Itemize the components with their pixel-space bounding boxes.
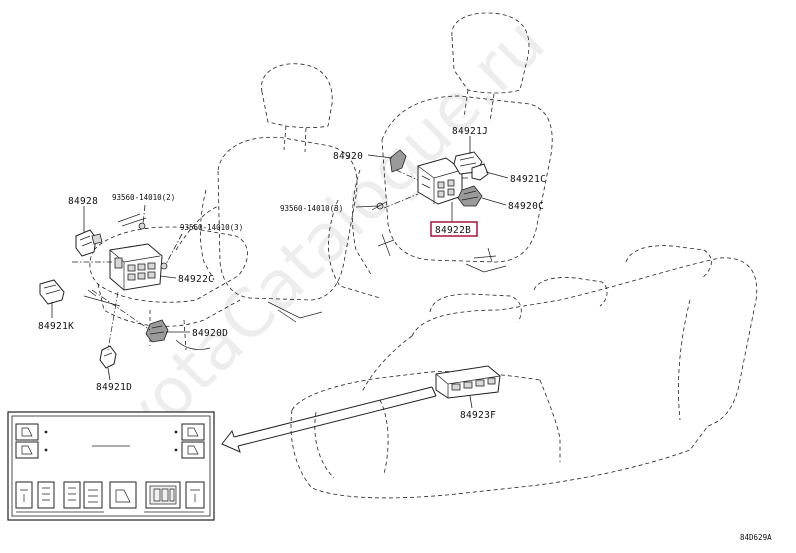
knob-84921C	[471, 163, 489, 181]
seat-mode-button	[109, 481, 137, 509]
label-84921K: 84921K	[38, 321, 74, 332]
connector-84928	[75, 229, 103, 257]
label-84920: 84920	[333, 151, 363, 162]
seat-heater-button-right	[181, 423, 205, 441]
seat-heater-button-left	[15, 423, 39, 441]
seat-fan-button-left	[15, 441, 39, 459]
label-84922C: 84922C	[178, 274, 214, 285]
switch-84922C	[109, 243, 163, 291]
label-84928: 84928	[68, 196, 98, 207]
label-84921C: 84921C	[510, 174, 546, 185]
temp-button	[37, 481, 55, 509]
label-84920C: 84920C	[508, 201, 544, 212]
control-panel	[7, 411, 215, 521]
label-84922B: 84922B	[435, 225, 471, 236]
rear-bench-seat	[290, 245, 758, 499]
seat-fan-button-right	[181, 441, 205, 459]
leader-lines	[51, 136, 509, 409]
label-84921J: 84921J	[452, 126, 488, 137]
clip-icon	[160, 262, 168, 270]
part-labels: 84920 84921J 84921C 84920C 84922B 93560-…	[38, 126, 772, 542]
right-seat	[328, 12, 553, 299]
label-93560-left-top: 93560-14010(2)	[112, 193, 175, 202]
figure-code: 84D629A	[740, 533, 772, 542]
knob-84921D	[99, 345, 117, 369]
label-93560-left-bot: 93560-14010(3)	[180, 223, 243, 232]
label-84923F: 84923F	[460, 410, 496, 421]
switch-84922B	[417, 157, 463, 205]
mode-button	[63, 481, 81, 509]
knob-84920	[389, 149, 407, 173]
highlight-box	[430, 221, 478, 237]
auto-button	[83, 481, 103, 509]
left-seat	[39, 63, 358, 369]
display-digits-icon	[153, 488, 175, 502]
label-93560-mid: 93560-14010(3)	[280, 204, 343, 213]
knob-84920D	[145, 319, 169, 343]
knob-84921K	[39, 279, 65, 305]
callout-arrow	[221, 386, 437, 453]
clip-icon	[138, 222, 146, 230]
label-84920D: 84920D	[192, 328, 228, 339]
switch-84923F	[435, 365, 501, 399]
label-84921D: 84921D	[96, 382, 132, 393]
knob-84920C	[457, 185, 483, 207]
